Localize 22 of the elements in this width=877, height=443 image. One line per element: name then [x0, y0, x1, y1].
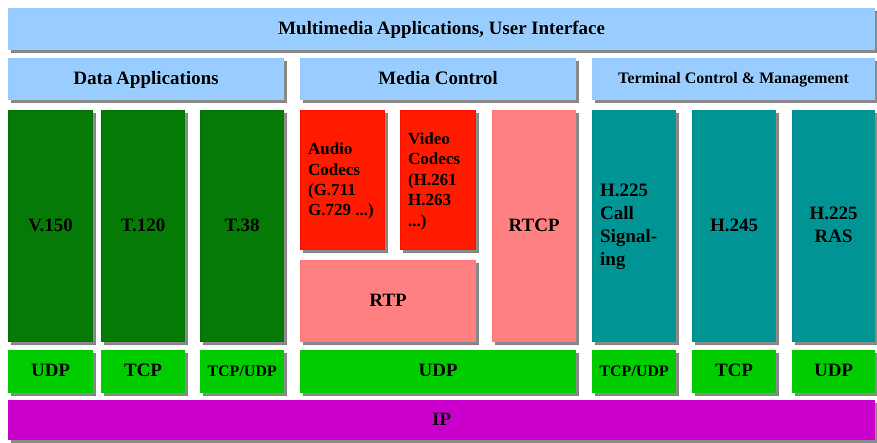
transport-box: TCP — [101, 350, 185, 393]
protocol-box: H.225 RAS — [792, 110, 875, 342]
layer-bar: Media Control — [300, 58, 576, 100]
network-bar: IP — [8, 400, 875, 440]
codec-box: Video Codecs (H.261 H.263 ...) — [400, 110, 476, 250]
transport-box: UDP — [300, 350, 576, 393]
protocol-box: T.120 — [101, 110, 185, 342]
protocol-box: H.245 — [692, 110, 776, 342]
transport-box: UDP — [792, 350, 875, 393]
layer-bar: Multimedia Applications, User Interface — [8, 8, 875, 50]
transport-box: UDP — [8, 350, 93, 393]
protocol-box: H.225 Call Signal-ing — [592, 110, 676, 342]
transport-box: TCP/UDP — [592, 350, 676, 393]
transport-box: TCP/UDP — [200, 350, 284, 393]
codec-box: Audio Codecs (G.711 G.729 ...) — [300, 110, 385, 250]
protocol-box: RTP — [300, 260, 476, 342]
transport-box: TCP — [692, 350, 776, 393]
protocol-box: RTCP — [492, 110, 576, 342]
layer-bar: Data Applications — [8, 58, 284, 100]
layer-bar: Terminal Control & Management — [592, 58, 875, 100]
protocol-box: T.38 — [200, 110, 284, 342]
protocol-box: V.150 — [8, 110, 93, 342]
